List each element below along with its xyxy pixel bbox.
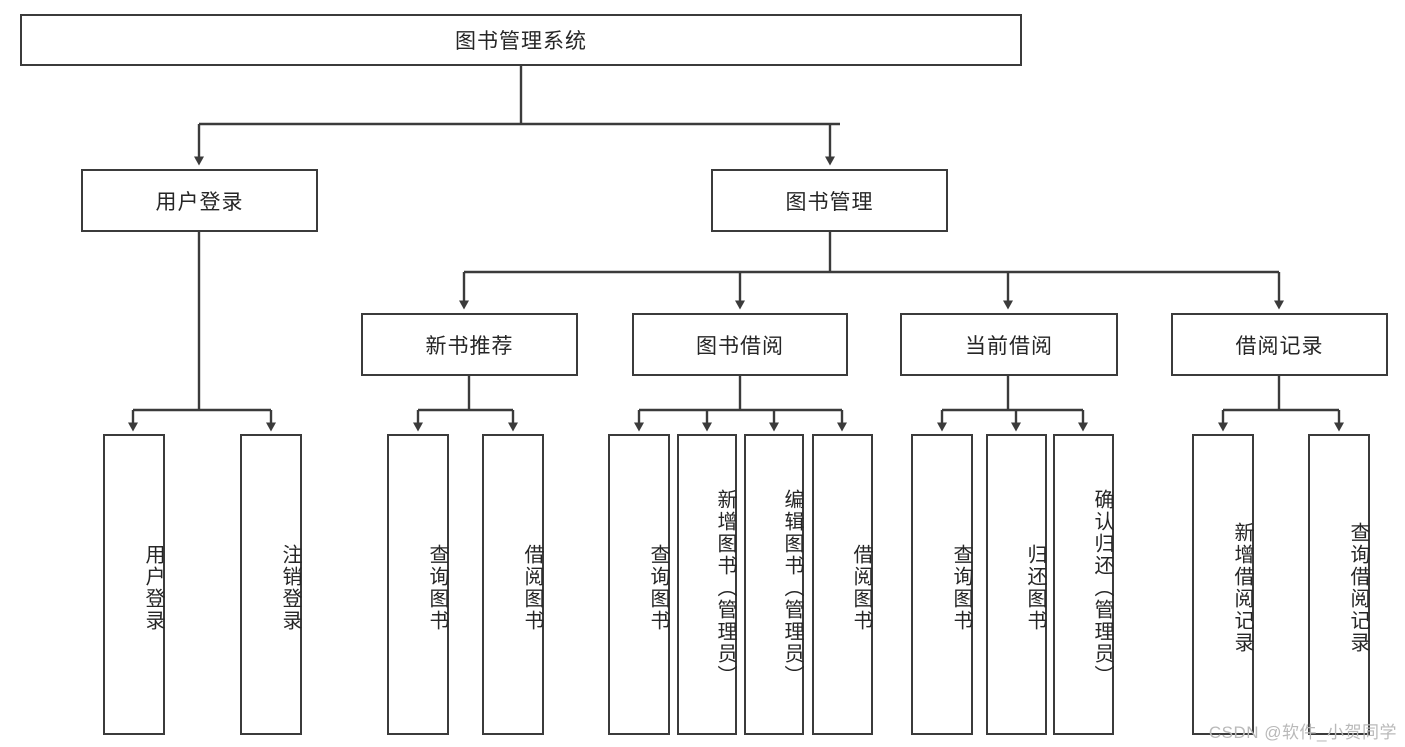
node-new-book-rec[interactable]: 新书推荐: [361, 313, 578, 376]
leaf-logout[interactable]: 注销登录: [240, 434, 302, 735]
leaf-query-book-1-label: 查询图书: [426, 543, 448, 632]
leaf-add-record-label: 新增借阅记录: [1231, 521, 1253, 654]
leaf-query-book-1[interactable]: 查询图书: [387, 434, 449, 735]
node-new-book-rec-label: 新书推荐: [425, 334, 514, 358]
leaf-borrow-book-1[interactable]: 借阅图书: [482, 434, 544, 735]
leaf-add-book[interactable]: 新增图书（管理员）: [677, 434, 737, 735]
node-user-login-label: 用户登录: [155, 190, 244, 214]
node-user-login[interactable]: 用户登录: [81, 169, 318, 232]
leaf-query-book-2-label: 查询图书: [647, 543, 669, 632]
leaf-edit-book[interactable]: 编辑图书（管理员）: [744, 434, 804, 735]
node-borrow-record[interactable]: 借阅记录: [1171, 313, 1388, 376]
leaf-add-record[interactable]: 新增借阅记录: [1192, 434, 1254, 735]
node-borrow-record-label: 借阅记录: [1235, 334, 1324, 358]
leaf-borrow-book-2-label: 借阅图书: [850, 543, 872, 632]
node-root-label: 图书管理系统: [455, 30, 587, 53]
leaf-borrow-book-2[interactable]: 借阅图书: [812, 434, 873, 735]
leaf-confirm-return-label: 确认归还（管理员）: [1091, 488, 1113, 687]
leaf-confirm-return[interactable]: 确认归还（管理员）: [1053, 434, 1114, 735]
leaf-borrow-book-1-label: 借阅图书: [521, 543, 543, 632]
node-book-borrow[interactable]: 图书借阅: [632, 313, 848, 376]
leaf-logout-label: 注销登录: [279, 543, 301, 632]
node-book-manage-label: 图书管理: [785, 190, 874, 214]
leaf-user-login[interactable]: 用户登录: [103, 434, 165, 735]
node-book-borrow-label: 图书借阅: [696, 334, 784, 358]
leaf-query-record-label: 查询借阅记录: [1347, 521, 1369, 654]
leaf-edit-book-label: 编辑图书（管理员）: [781, 488, 803, 687]
leaf-return-book[interactable]: 归还图书: [986, 434, 1047, 735]
leaf-query-book-3-label: 查询图书: [950, 543, 972, 632]
leaf-query-book-2[interactable]: 查询图书: [608, 434, 670, 735]
watermark: CSDN @软件_小贺同学: [1208, 723, 1397, 742]
node-current-borrow-label: 当前借阅: [965, 334, 1053, 358]
node-current-borrow[interactable]: 当前借阅: [900, 313, 1118, 376]
leaf-return-book-label: 归还图书: [1024, 543, 1046, 632]
leaf-query-record[interactable]: 查询借阅记录: [1308, 434, 1370, 735]
leaf-add-book-label: 新增图书（管理员）: [714, 488, 736, 687]
node-book-manage[interactable]: 图书管理: [711, 169, 948, 232]
node-root[interactable]: 图书管理系统: [20, 14, 1022, 66]
leaf-query-book-3[interactable]: 查询图书: [911, 434, 973, 735]
leaf-user-login-label: 用户登录: [142, 543, 164, 632]
